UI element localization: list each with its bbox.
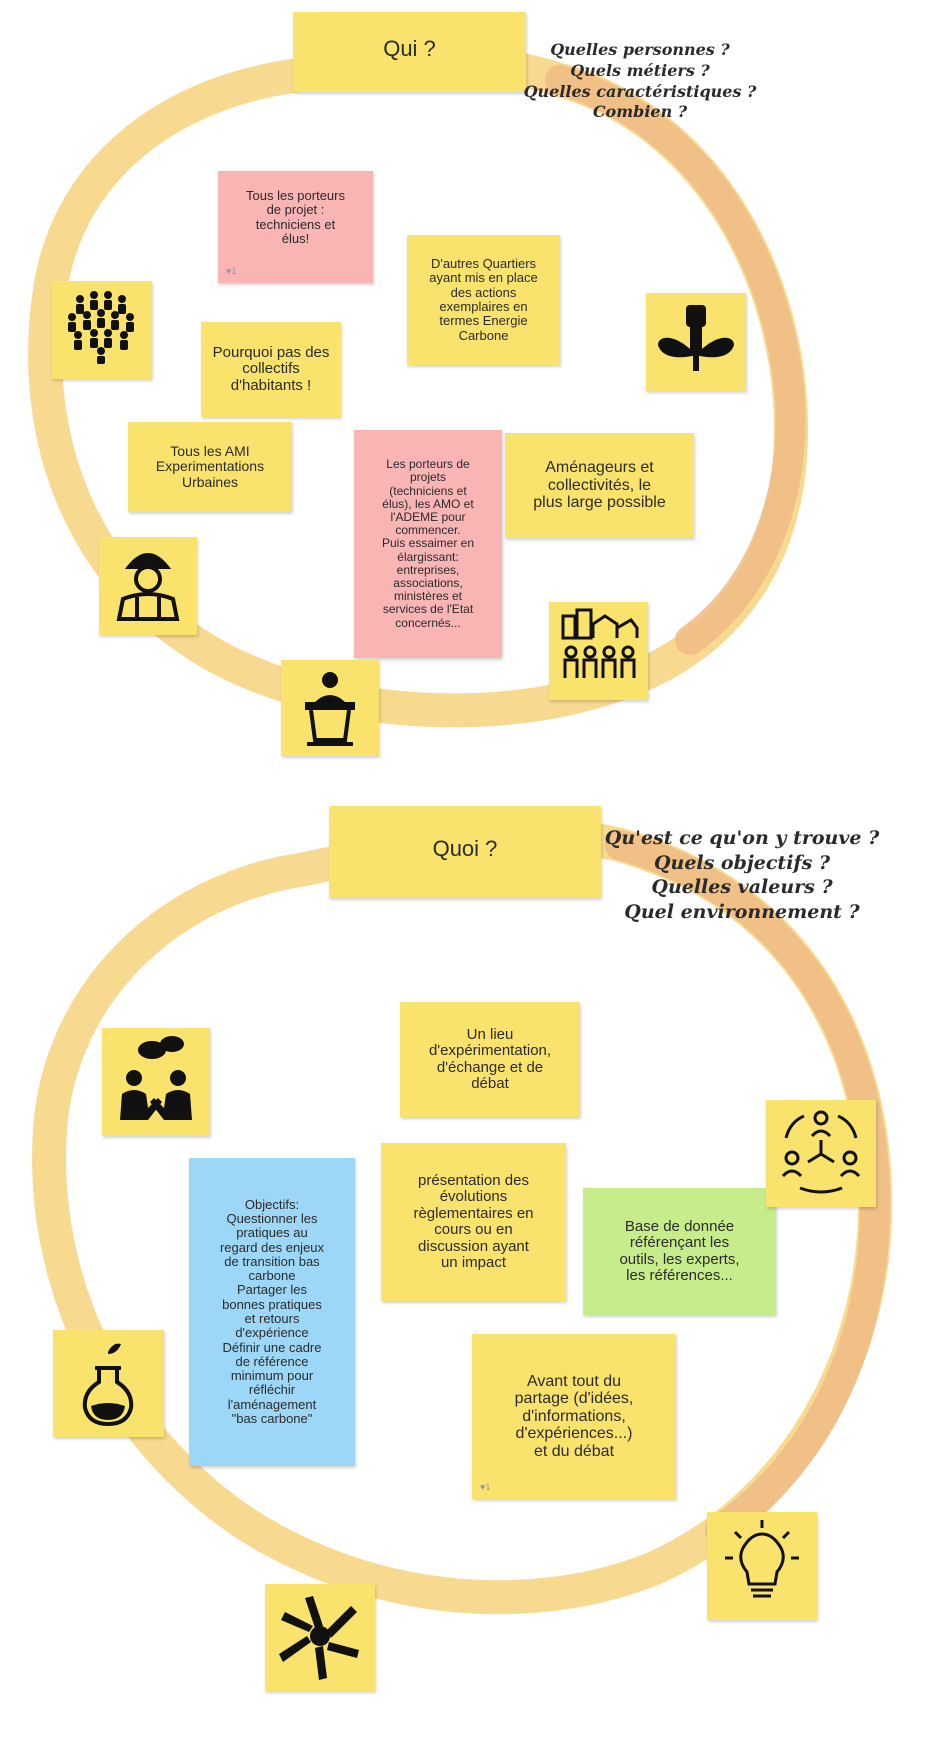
network-cycle-icon <box>781 1110 861 1194</box>
note-evolutions-text: présentation des évolutions règlementair… <box>413 1171 534 1271</box>
lightbulb-icon <box>725 1520 799 1598</box>
note-porteurs-text: Tous les porteurs de projet : technicien… <box>246 188 345 246</box>
discussion-icon-card[interactable] <box>102 1028 210 1136</box>
like-count[interactable]: ♥1 <box>226 266 237 277</box>
raised-fist-icon-card[interactable] <box>646 293 746 391</box>
note-collectifs-text: Pourquoi pas des collectifs d'habitants … <box>212 343 330 394</box>
note-lieu-text: Un lieu d'expérimentation, d'échange et … <box>428 1025 552 1092</box>
qui-questions: Quelles personnes ? Quels métiers ? Quel… <box>523 40 757 122</box>
speaker-podium-icon-card[interactable] <box>281 660 379 756</box>
note-lieu[interactable]: Un lieu d'expérimentation, d'échange et … <box>400 1002 580 1117</box>
note-ademe-text: Les porteurs de projets (techniciens et … <box>381 457 475 630</box>
note-partage[interactable]: Avant tout du partage (d'idées, d'inform… <box>472 1334 676 1499</box>
note-base-text: Base de donnée référençant les outils, l… <box>619 1217 740 1284</box>
qui-title-note[interactable]: Qui ? <box>293 12 526 92</box>
note-ademe[interactable]: Les porteurs de projets (techniciens et … <box>354 430 502 658</box>
lightbulb-icon-card[interactable] <box>707 1512 817 1620</box>
hands-together-icon <box>279 1596 359 1680</box>
quoi-questions: Qu'est ce qu'on y trouve ? Quels objecti… <box>604 827 880 924</box>
city-people-icon-card[interactable] <box>549 602 648 700</box>
note-amenageurs[interactable]: Aménageurs et collectivités, le plus lar… <box>505 433 694 538</box>
note-partage-text: Avant tout du partage (d'idées, d'inform… <box>514 1372 634 1460</box>
note-amenageurs-text: Aménageurs et collectivités, le plus lar… <box>533 459 666 512</box>
note-objectifs-text: Objectifs: Questionner les pratiques au … <box>219 1196 325 1427</box>
crowd-icon-card[interactable] <box>52 281 152 379</box>
note-quartiers[interactable]: D'autres Quartiers ayant mis en place de… <box>407 235 560 365</box>
crowd-icon <box>68 291 134 364</box>
plant-flask-icon <box>82 1343 134 1427</box>
plant-flask-icon-card[interactable] <box>53 1330 164 1437</box>
network-cycle-icon-card[interactable] <box>766 1100 876 1207</box>
hands-together-icon-card[interactable] <box>265 1584 375 1691</box>
quoi-title: Quoi ? <box>432 835 498 861</box>
worker-icon-card[interactable] <box>99 537 197 635</box>
discussion-icon <box>120 1036 192 1120</box>
qui-title: Qui ? <box>383 35 436 61</box>
speaker-podium-icon <box>305 672 355 746</box>
raised-fist-icon <box>658 305 734 371</box>
note-porteurs[interactable]: Tous les porteurs de projet : technicien… <box>218 171 373 283</box>
note-ami[interactable]: Tous les AMI Experimentations Urbaines <box>128 422 292 512</box>
note-quartiers-text: D'autres Quartiers ayant mis en place de… <box>429 256 538 343</box>
note-base[interactable]: Base de donnée référençant les outils, l… <box>583 1188 776 1315</box>
worker-icon <box>116 553 180 621</box>
note-objectifs[interactable]: Objectifs: Questionner les pratiques au … <box>189 1158 355 1466</box>
like-count[interactable]: ♥1 <box>480 1482 491 1493</box>
note-evolutions[interactable]: présentation des évolutions règlementair… <box>381 1143 566 1301</box>
quoi-title-note[interactable]: Quoi ? <box>329 806 601 898</box>
note-collectifs[interactable]: Pourquoi pas des collectifs d'habitants … <box>201 322 341 417</box>
city-people-icon <box>561 608 639 678</box>
note-ami-text: Tous les AMI Experimentations Urbaines <box>155 442 265 490</box>
